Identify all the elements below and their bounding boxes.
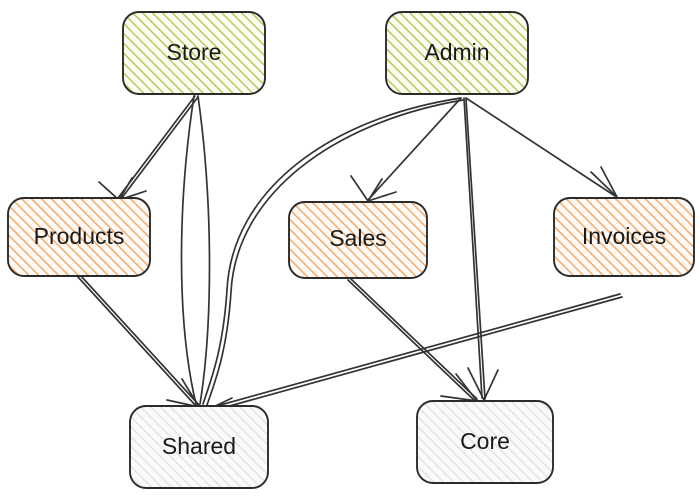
node-shared[interactable]: Shared (129, 405, 269, 489)
edge-store-shared-b (197, 95, 211, 405)
node-sales[interactable]: Sales (288, 201, 428, 279)
edge-admin-invoices (465, 97, 618, 198)
edge-sales-core (347, 278, 478, 402)
node-admin[interactable]: Admin (385, 11, 529, 95)
edge-store-products (98, 95, 199, 201)
edge-admin-sales (350, 97, 462, 202)
node-layer: Store Admin Products Sales Invoices Shar (7, 11, 695, 489)
edge-admin-shared (202, 97, 464, 406)
edge-admin-core (463, 97, 499, 401)
node-invoices[interactable]: Invoices (553, 197, 695, 277)
edge-products-shared (77, 275, 200, 408)
node-store[interactable]: Store (122, 11, 266, 95)
node-products[interactable]: Products (7, 197, 151, 277)
node-core[interactable]: Core (416, 400, 554, 484)
edge-invoices-shared (204, 293, 623, 421)
edge-store-shared-a (180, 95, 197, 405)
edge-layer (77, 95, 623, 421)
